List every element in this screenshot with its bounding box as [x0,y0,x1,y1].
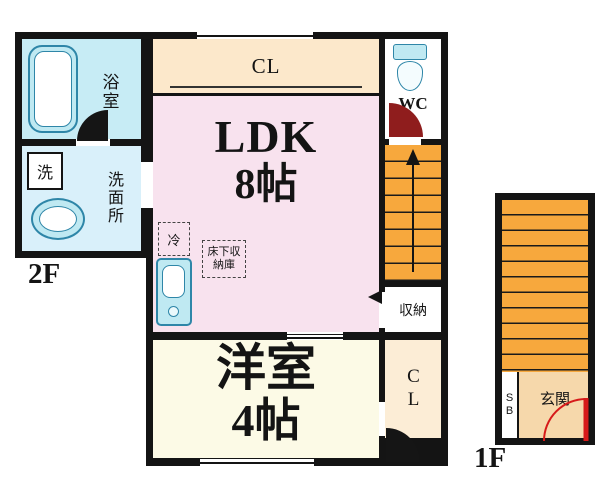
stairs-1f [502,200,588,372]
kitchen-sink-icon [156,258,192,326]
washroom-door-gap [141,162,153,208]
bathroom-label: 浴室 [99,73,119,111]
toilet-tank-icon [393,44,427,60]
kitchen-faucet-icon [168,306,179,317]
bathroom-door-gap [76,139,110,146]
closet-ldk-partition [153,93,379,96]
window-bottom-line [200,462,314,464]
sliding-door-line-1 [287,333,343,335]
stairs-2f [385,145,441,281]
fridge-space: 冷 [158,222,190,256]
sink-basin [39,206,77,232]
washing-machine-icon: 洗 [27,152,63,190]
ldk-size-label: 8帖 [234,162,298,208]
western-room-label: 洋室 [216,340,316,396]
closet-bottom-room: CL [385,340,441,438]
entrance-label: 玄関 [539,390,570,408]
shoebox-label: SB [503,392,516,418]
closet-bottom-door-gap [379,402,385,436]
closet-bottom-label: CL [403,366,424,412]
shoebox: SB [502,372,519,438]
ldk-label: LDK [214,111,318,162]
floor2-label: 2F [28,258,61,290]
wc-label: WC [398,94,428,113]
storage-room: 収納 [385,287,441,332]
floor1-label: 1F [474,442,507,474]
sink-icon [31,198,85,240]
wc-door-gap [389,139,421,145]
closet-top-room: CL [153,39,379,93]
underfloor-storage: 床下収納庫 [202,240,246,278]
sliding-door-line-2 [287,337,343,339]
closet-rod-line [170,86,362,88]
window-top-line [197,35,313,37]
washroom-label: 洗面所 [105,171,122,225]
western-room [153,340,379,458]
kitchen-sink-basin [162,265,185,298]
storage-door-gap [379,292,385,328]
sliding-door-opening [287,332,343,340]
western-room-size-label: 4帖 [231,395,301,446]
toilet-bowl-icon [397,61,423,91]
bathtub-inner [34,51,72,127]
bathtub-icon [28,45,78,133]
